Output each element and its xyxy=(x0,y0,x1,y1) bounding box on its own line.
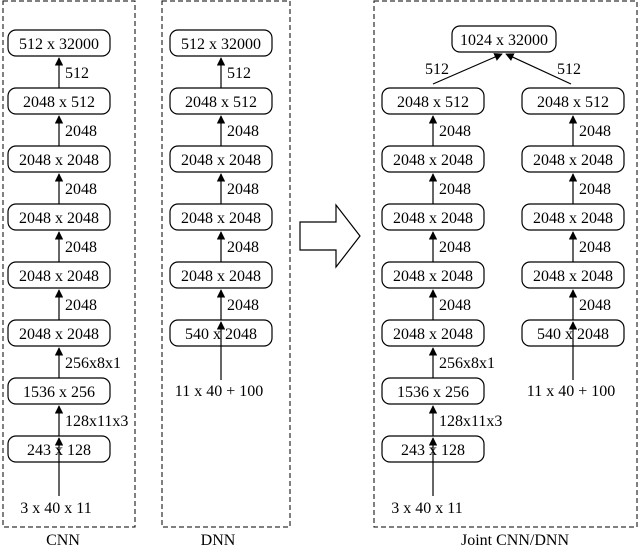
joint-cnn-merge-edge xyxy=(432,53,503,85)
joint-dnn-layer-3-label: 2048 x 2048 xyxy=(533,152,613,169)
joint-dnn-layer-4-label: 2048 x 512 xyxy=(537,94,609,111)
dnn-edge-label-2: 2048 xyxy=(227,181,259,198)
joint-cnn-input-label: 3 x 40 x 11 xyxy=(391,500,462,517)
cnn-edge-label-1: 256x8x1 xyxy=(65,355,121,372)
dnn-edge-label-1: 2048 xyxy=(227,239,259,256)
joint-cnn-edge-label-4: 2048 xyxy=(439,181,471,198)
cnn-edge-label-6: 512 xyxy=(65,65,89,82)
cnn-layer-6-label: 2048 x 512 xyxy=(23,94,95,111)
joint-dnn-layer-1-box: 2048 x 2048 xyxy=(521,261,625,289)
cnn-layer-1-label: 1536 x 256 xyxy=(23,384,95,401)
cnn-edge-label-4: 2048 xyxy=(65,181,97,198)
joint-cnn-merge-label: 512 xyxy=(425,61,449,78)
dnn-layer-3-box: 2048 x 2048 xyxy=(169,145,273,173)
cnn-layer-2-box: 2048 x 2048 xyxy=(7,319,111,347)
cnn-layer-5-box: 2048 x 2048 xyxy=(7,145,111,173)
dnn-layer-4-box: 2048 x 512 xyxy=(169,87,273,115)
dnn-edge-label-3: 2048 xyxy=(227,123,259,140)
joint-caption: Joint CNN/DNN xyxy=(461,532,569,548)
dnn-edge-label-4: 512 xyxy=(227,65,251,82)
joint-dnn-layer-2-box: 2048 x 2048 xyxy=(521,203,625,231)
joint-output-layer-box: 1024 x 32000 xyxy=(451,25,557,53)
joint-dnn-layer-2-label: 2048 x 2048 xyxy=(533,210,613,227)
joint-dnn-layer-4-box: 2048 x 512 xyxy=(521,87,625,115)
cnn-layer-7-label: 512 x 32000 xyxy=(19,36,99,53)
dnn-layer-3-label: 2048 x 2048 xyxy=(181,152,261,169)
dnn-layer-2-box: 2048 x 2048 xyxy=(169,203,273,231)
dnn-layer-2-label: 2048 x 2048 xyxy=(181,210,261,227)
dnn-layer-5-label: 512 x 32000 xyxy=(181,36,261,53)
transform-arrow-icon xyxy=(299,203,361,269)
cnn-edge-label-5: 2048 xyxy=(65,123,97,140)
joint-cnn-edge-label-3: 2048 xyxy=(439,239,471,256)
cnn-layer-4-label: 2048 x 2048 xyxy=(19,210,99,227)
joint-dnn-edge-label-1: 2048 xyxy=(579,239,611,256)
dnn-edge-label-0: 2048 xyxy=(227,297,259,314)
joint-cnn-edge-label-2: 2048 xyxy=(439,297,471,314)
joint-cnn-edge-label-1: 256x8x1 xyxy=(439,355,495,372)
joint-dnn-edge-label-3: 2048 xyxy=(579,123,611,140)
joint-cnn-layer-2-label: 2048 x 2048 xyxy=(393,326,473,343)
cnn-edge-label-0: 128x11x3 xyxy=(65,413,128,430)
joint-cnn-layer-6-label: 2048 x 512 xyxy=(397,94,469,111)
cnn-layer-3-box: 2048 x 2048 xyxy=(7,261,111,289)
dnn-panel xyxy=(161,0,291,528)
joint-cnn-layer-1-box: 1536 x 256 xyxy=(381,377,485,405)
cnn-caption: CNN xyxy=(46,532,80,548)
cnn-layer-2-label: 2048 x 2048 xyxy=(19,326,99,343)
joint-cnn-layer-3-label: 2048 x 2048 xyxy=(393,268,473,285)
joint-cnn-edge-label-5: 2048 xyxy=(439,123,471,140)
cnn-edge-label-3: 2048 xyxy=(65,239,97,256)
joint-dnn-edge-label-2: 2048 xyxy=(579,181,611,198)
joint-cnn-layer-1-label: 1536 x 256 xyxy=(397,384,469,401)
joint-dnn-edge-label-0: 2048 xyxy=(579,297,611,314)
joint-cnn-edge-label-0: 128x11x3 xyxy=(439,413,502,430)
dnn-layer-1-box: 2048 x 2048 xyxy=(169,261,273,289)
dnn-layer-4-label: 2048 x 512 xyxy=(185,94,257,111)
cnn-layer-4-box: 2048 x 2048 xyxy=(7,203,111,231)
joint-dnn-input-label: 11 x 40 + 100 xyxy=(527,383,615,400)
dnn-layer-1-label: 2048 x 2048 xyxy=(181,268,261,285)
cnn-layer-1-box: 1536 x 256 xyxy=(7,377,111,405)
joint-dnn-layer-1-label: 2048 x 2048 xyxy=(533,268,613,285)
joint-cnn-layer-5-label: 2048 x 2048 xyxy=(393,152,473,169)
cnn-layer-3-label: 2048 x 2048 xyxy=(19,268,99,285)
joint-dnn-merge-edge xyxy=(505,53,572,85)
dnn-caption: DNN xyxy=(201,532,236,548)
joint-cnn-layer-4-box: 2048 x 2048 xyxy=(381,203,485,231)
cnn-layer-6-box: 2048 x 512 xyxy=(7,87,111,115)
joint-dnn-layer-3-box: 2048 x 2048 xyxy=(521,145,625,173)
joint-cnn-layer-3-box: 2048 x 2048 xyxy=(381,261,485,289)
joint-dnn-merge-label: 512 xyxy=(557,61,581,78)
dnn-layer-5-box: 512 x 32000 xyxy=(169,29,273,57)
joint-panel xyxy=(373,0,638,528)
joint-cnn-layer-6-box: 2048 x 512 xyxy=(381,87,485,115)
cnn-input-label: 3 x 40 x 11 xyxy=(20,500,91,517)
cnn-layer-5-label: 2048 x 2048 xyxy=(19,152,99,169)
joint-cnn-layer-4-label: 2048 x 2048 xyxy=(393,210,473,227)
joint-output-layer-label: 1024 x 32000 xyxy=(460,32,548,49)
dnn-input-label: 11 x 40 + 100 xyxy=(175,383,263,400)
joint-cnn-layer-2-box: 2048 x 2048 xyxy=(381,319,485,347)
cnn-panel xyxy=(2,0,136,528)
cnn-layer-7-box: 512 x 32000 xyxy=(7,29,111,57)
joint-cnn-layer-5-box: 2048 x 2048 xyxy=(381,145,485,173)
cnn-edge-label-2: 2048 xyxy=(65,297,97,314)
